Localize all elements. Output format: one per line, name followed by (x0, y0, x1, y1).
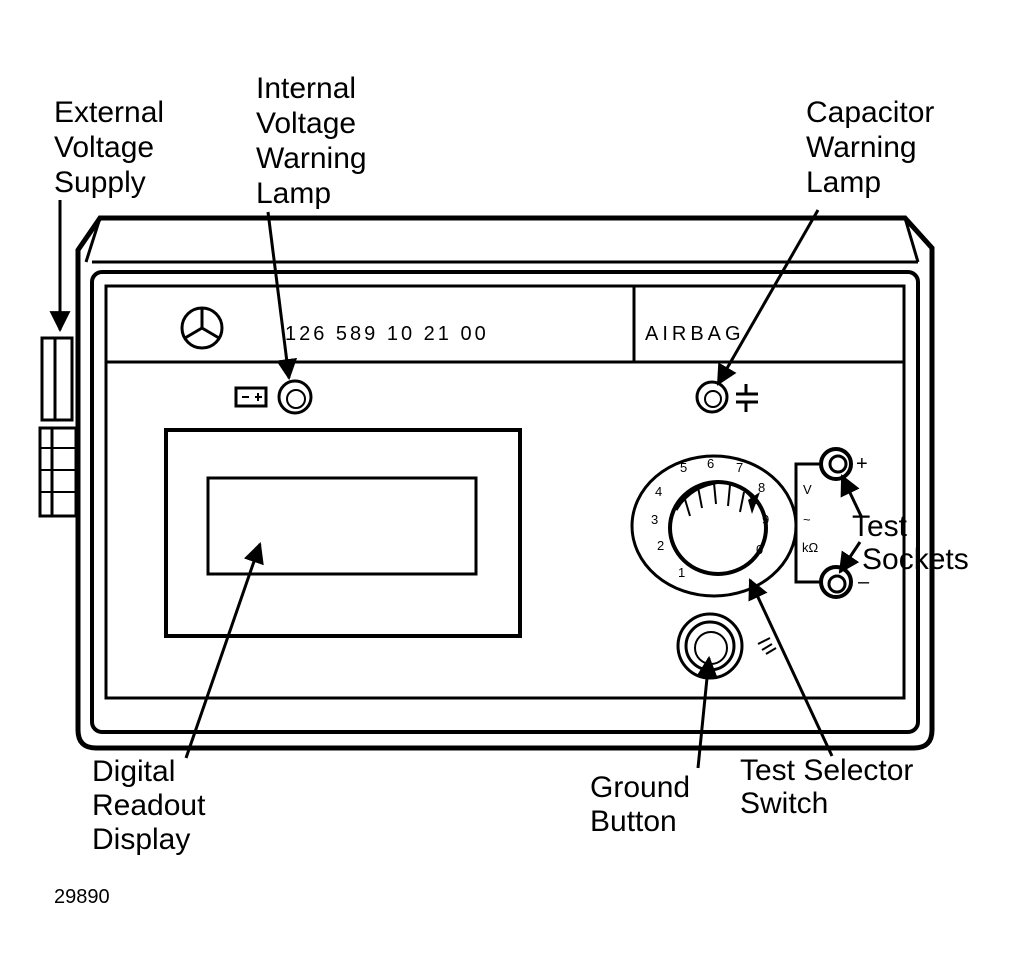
dial-number: 4 (655, 484, 662, 499)
dial-number: 8 (758, 480, 765, 495)
dial-number: 5 (680, 460, 687, 475)
dial-number: 0 (756, 542, 763, 557)
dial-number: 6 (707, 456, 714, 471)
dial-number: 3 (651, 512, 658, 527)
label-capacitor-warning-lamp: Capacitor Warning Lamp (806, 96, 943, 199)
label-ground-button: Ground Button (590, 771, 698, 838)
label-digital-readout-display: Digital Readout Display (92, 755, 214, 856)
negative-test-socket: – (819, 565, 870, 599)
battery-icon (234, 386, 268, 408)
socket-polarity: – (858, 571, 870, 593)
label-test-selector-switch: Test Selector Switch (740, 754, 922, 820)
internal-voltage-lamp (277, 379, 313, 415)
socket-mode-label: kΩ (802, 540, 819, 555)
figure-number: 29890 (54, 886, 110, 908)
arrow-ground-button (696, 655, 718, 769)
arrow-socket-negative (838, 541, 862, 574)
arrow-test-selector (748, 578, 834, 757)
socket-mode-label: ~ (803, 512, 811, 527)
arrow-digital-display (184, 542, 264, 759)
label-internal-voltage-warning-lamp: Internal Voltage Warning Lamp (256, 72, 375, 210)
dial-number: 7 (736, 460, 743, 475)
dial-numbers: 1 2 3 4 5 6 7 8 9 0 (651, 456, 769, 580)
dial-number: 1 (678, 565, 685, 580)
label-test-sockets: Test Sockets (852, 510, 969, 576)
arrow-capacitor-lamp (716, 209, 820, 386)
external-supply-connector (38, 336, 78, 518)
ground-symbol-icon (757, 637, 777, 655)
mercedes-star-logo (180, 306, 224, 350)
ground-button (676, 612, 744, 680)
label-external-voltage-supply: External Voltage Supply (54, 96, 172, 199)
dial-number: 9 (762, 512, 769, 527)
socket-polarity: + (856, 453, 868, 475)
socket-bracket: V ~ kΩ (794, 462, 822, 584)
capacitor-icon (736, 384, 758, 412)
airbag-label: AIRBAG (645, 323, 745, 345)
positive-test-socket: + (819, 447, 868, 481)
part-number: 126 589 10 21 00 (285, 323, 489, 345)
device-body (75, 215, 935, 751)
leader-arrows (49, 200, 864, 769)
socket-mode-label: V (803, 482, 812, 497)
dial-number: 2 (657, 538, 664, 553)
capacitor-warning-lamp (695, 380, 729, 414)
digital-readout-display (164, 428, 522, 638)
arrow-internal-lamp (266, 211, 298, 381)
arrow-socket-positive (840, 474, 864, 519)
